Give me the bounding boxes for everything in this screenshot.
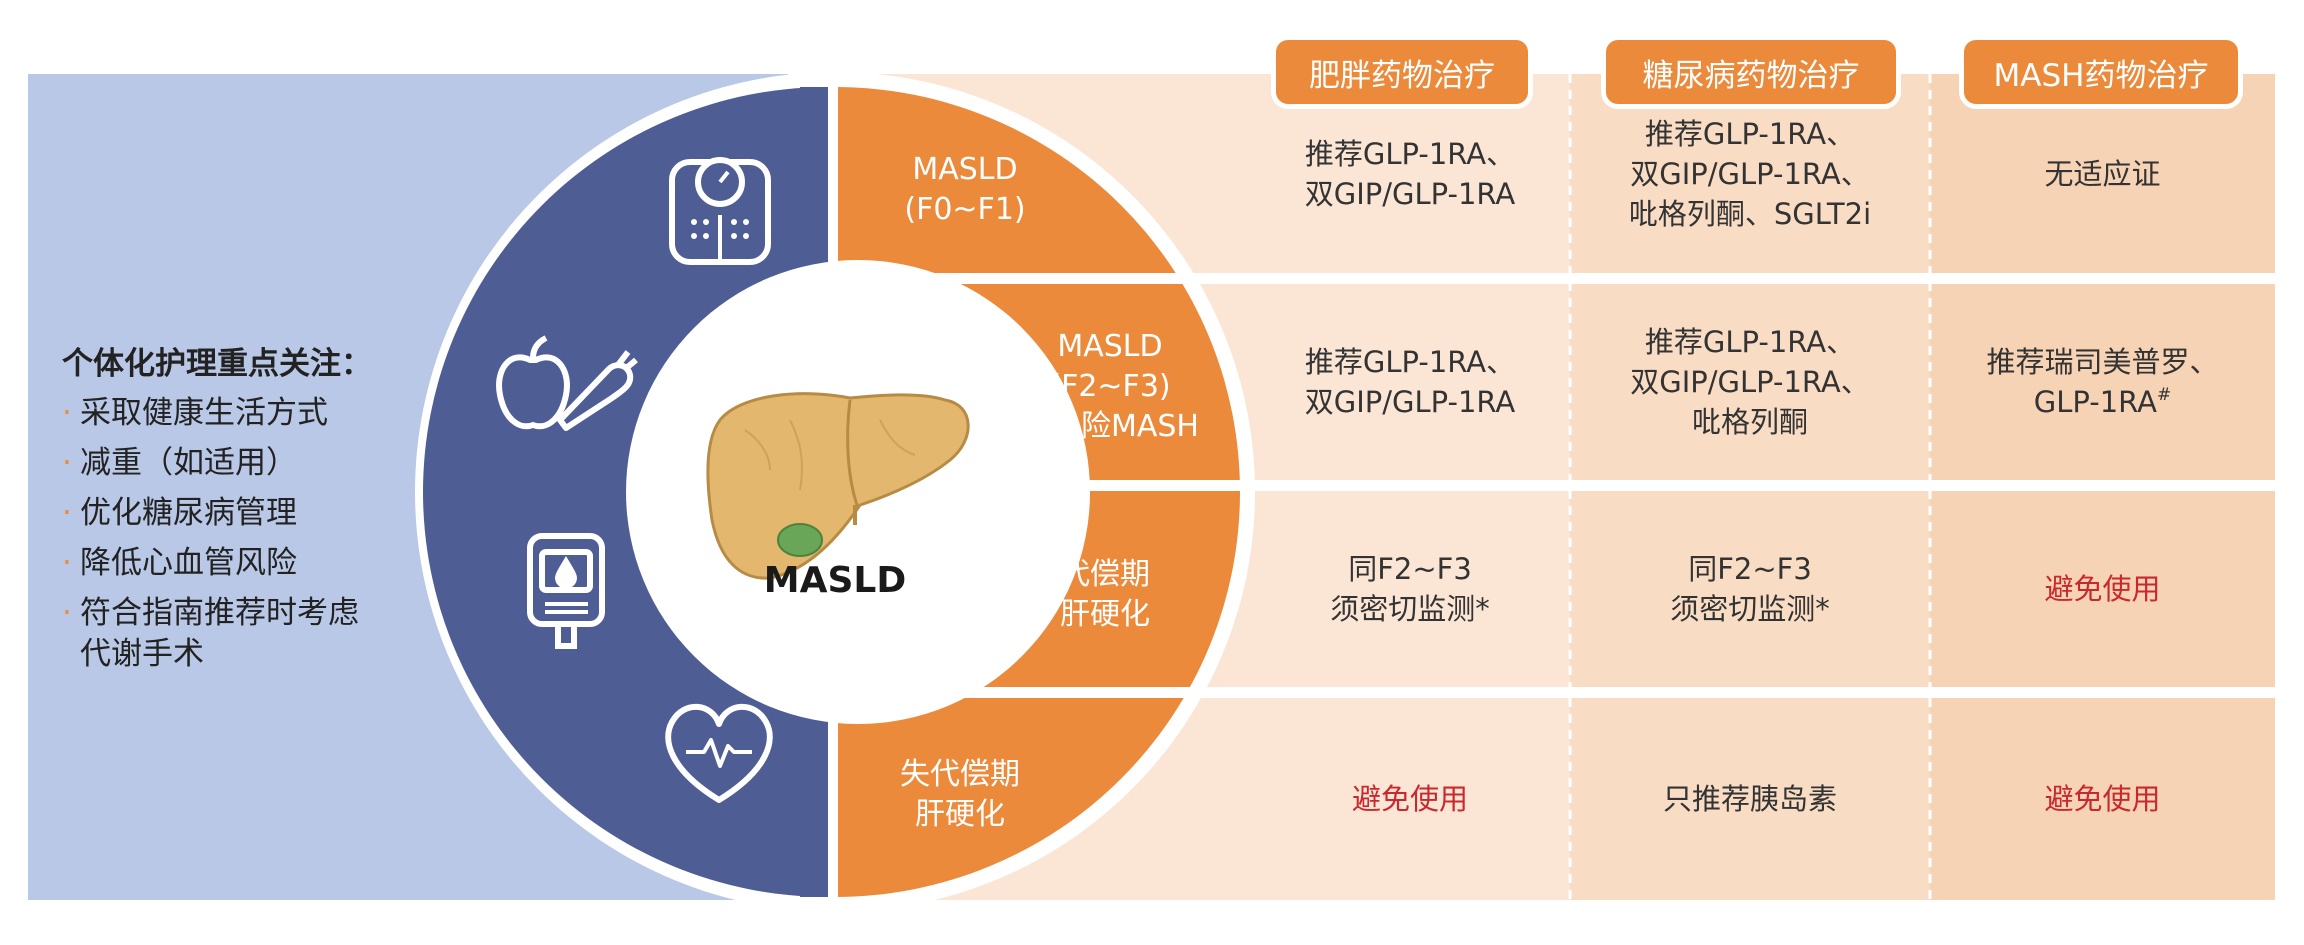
glucose-meter-icon — [527, 533, 605, 649]
sector-separator-1 — [800, 273, 1250, 284]
table-cell: 无适应证 — [1935, 74, 2270, 273]
scale-icon — [669, 157, 771, 265]
stage-label-f0-f1: MASLD(F0~F1) — [904, 152, 1026, 227]
cell-line: 须密切监测* — [1330, 592, 1490, 626]
table-cell: 推荐GLP-1RA、双GIP/GLP-1RA、吡格列酮、SGLT2i — [1575, 74, 1925, 273]
focus-item: ·降低心血管风险 — [62, 545, 297, 581]
cell-line: 双GIP/GLP-1RA、 — [1630, 156, 1870, 191]
cell-line: 吡格列酮 — [1691, 405, 1808, 439]
table-cell: 推荐瑞司美普罗、 GLP-1RA# — [1935, 284, 2270, 480]
cell-line: 推荐GLP-1RA、 — [1644, 116, 1856, 151]
cell-line: 推荐GLP-1RA、 — [1644, 325, 1856, 359]
liver-illustration — [706, 392, 970, 580]
column-header-mash: MASH药物治疗 — [1964, 40, 2238, 104]
stage-label-decompensated-cirrhosis: 失代偿期肝硬化 — [900, 757, 1020, 832]
cell-line: 双GIP/GLP-1RA、 — [1630, 365, 1870, 399]
table-cell: 推荐GLP-1RA、双GIP/GLP-1RA — [1260, 284, 1560, 480]
fruit-vegetable-icon — [496, 335, 638, 431]
center-label: MASLD — [763, 560, 907, 601]
cell-line: 推荐瑞司美普罗、 — [1986, 345, 2219, 379]
cell-line: 避免使用 — [2044, 572, 2161, 606]
column-header-diabetes: 糖尿病药物治疗 — [1606, 40, 1896, 104]
cell-line: 避免使用 — [1351, 782, 1468, 816]
row-separator-2 — [820, 480, 2275, 491]
cell-line: 避免使用 — [2044, 782, 2161, 816]
cell-line: 同F2~F3 — [1688, 552, 1812, 586]
navy-half-circle — [423, 87, 828, 897]
cell-line: 双GIP/GLP-1RA — [1304, 176, 1516, 211]
stage-label-compensated-cirrhosis: 代偿期肝硬化 — [1060, 557, 1150, 632]
column-header-obesity: 肥胖药物治疗 — [1276, 40, 1528, 104]
focus-item: ·减重（如适用） — [62, 445, 297, 481]
table-cell: 同F2~F3 须密切监测* — [1575, 491, 1925, 687]
sector-separator-3 — [800, 687, 1250, 698]
cell-line: 同F2~F3 — [1348, 552, 1472, 586]
heart-rate-icon — [665, 703, 773, 803]
cell-line: 吡格列酮、SGLT2i — [1628, 196, 1872, 231]
focus-item: ·符合指南推荐时考虑 — [62, 595, 359, 631]
cell-line: 只推荐胰岛素 — [1662, 782, 1837, 816]
footnote-mark: # — [2156, 385, 2172, 405]
focus-title: 个体化护理重点关注： — [62, 346, 372, 382]
focus-item-continuation: 代谢手术 — [80, 636, 204, 672]
table-cell: 同F2~F3 须密切监测* — [1260, 491, 1560, 687]
table-cell: 推荐GLP-1RA、双GIP/GLP-1RA、吡格列酮 — [1575, 284, 1925, 480]
focus-item: ·优化糖尿病管理 — [62, 495, 297, 531]
cell-line: 推荐GLP-1RA、 — [1304, 345, 1516, 379]
focus-list: 个体化护理重点关注： ·采取健康生活方式 ·减重（如适用） ·优化糖尿病管理 ·… — [62, 340, 482, 676]
focus-item: ·采取健康生活方式 — [62, 395, 328, 431]
row-separator-3 — [820, 687, 2275, 698]
table-cell: 只推荐胰岛素 — [1575, 698, 1925, 900]
table-cell: 避免使用 — [1935, 698, 2270, 900]
cell-line: 须密切监测* — [1670, 592, 1830, 626]
cell-line: 双GIP/GLP-1RA — [1304, 385, 1516, 419]
table-cell: 避免使用 — [1260, 698, 1560, 900]
stage-label-f2-f3: MASLD(F2~F3)高风险MASH — [1020, 329, 1199, 444]
cell-line: GLP-1RA# — [2033, 385, 2172, 419]
cell-line: 无适应证 — [2044, 156, 2161, 191]
table-cell: 避免使用 — [1935, 491, 2270, 687]
row-separator-1 — [820, 273, 2275, 284]
cell-line: 推荐GLP-1RA、 — [1304, 136, 1516, 171]
table-cell: 推荐GLP-1RA、双GIP/GLP-1RA — [1260, 74, 1560, 273]
